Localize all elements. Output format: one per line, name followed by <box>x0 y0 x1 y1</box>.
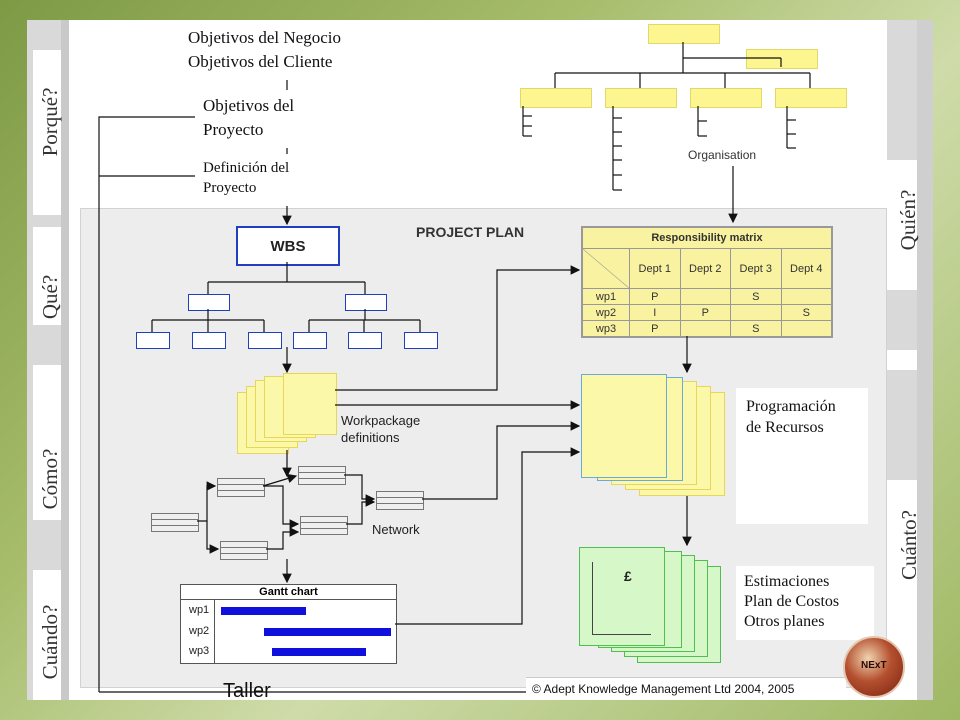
wbs-node <box>348 332 382 349</box>
network-activity <box>376 491 424 510</box>
project-definition-box: Definición del Proyecto <box>195 154 378 206</box>
slide: Porqué? Qué? Cómo? Cuándo? Quién? Cuánto… <box>27 20 933 700</box>
org-chart-node <box>605 88 677 108</box>
matrix-cell: S <box>730 320 782 337</box>
gantt-bar <box>272 648 366 656</box>
network-label: Network <box>372 522 420 537</box>
resource-schedule-line2: de Recursos <box>746 419 824 436</box>
project-objectives-line1: Objetivos del <box>203 96 295 115</box>
wbs-node <box>404 332 438 349</box>
next-logo: NExT <box>843 636 905 698</box>
footer-left-text: Taller <box>223 680 271 700</box>
gantt-title: Gantt chart <box>181 585 396 600</box>
gantt-row-label: wp3 <box>189 645 210 657</box>
project-plan-title: PROJECT PLAN <box>416 224 525 240</box>
matrix-column-header: Dept 4 <box>780 248 832 289</box>
matrix-cell <box>780 320 832 337</box>
gantt-chart: Gantt chart wp1 wp2 wp3 <box>180 584 397 664</box>
connector-lines <box>98 42 811 693</box>
side-tab <box>27 20 33 700</box>
org-chart-node <box>746 49 818 69</box>
project-objectives-line2: Proyecto <box>203 120 264 139</box>
gantt-bar <box>221 607 306 615</box>
wbs-node <box>293 332 327 349</box>
network-activity <box>217 478 265 497</box>
gantt-row-label: wp1 <box>189 604 210 616</box>
wbs-node <box>192 332 226 349</box>
workpackage-line1: Workpackage <box>341 413 421 428</box>
network-activity <box>220 541 268 560</box>
side-tab <box>33 20 61 50</box>
resource-schedule-page <box>581 374 667 478</box>
estimates-box: Estimaciones Plan de Costos Otros planes <box>736 566 874 640</box>
org-chart-node <box>690 88 762 108</box>
side-tab <box>33 215 61 227</box>
wbs-node <box>345 294 387 311</box>
org-chart-node <box>520 88 592 108</box>
project-objectives-box: Objetivos del Proyecto <box>195 90 378 148</box>
organisation-label: Organisation <box>688 148 757 162</box>
workpackage-line2: definitions <box>341 430 400 445</box>
workpackage-label: Workpackage definitions <box>341 412 420 446</box>
wbs-box: WBS <box>236 226 340 266</box>
estimates-line2: Plan de Costos <box>744 593 840 610</box>
org-chart-node <box>775 88 847 108</box>
project-definition-line2: Proyecto <box>203 180 257 196</box>
estimates-line1: Estimaciones <box>744 573 830 590</box>
resource-schedule-line1: Programación <box>746 398 836 415</box>
side-tab <box>917 20 933 700</box>
wbs-label: WBS <box>270 237 306 255</box>
wbs-node <box>136 332 170 349</box>
workpackage-page <box>283 373 337 435</box>
side-tab <box>61 20 69 700</box>
gantt-bar <box>263 628 391 636</box>
copyright-bar: © Adept Knowledge Management Ltd 2004, 2… <box>526 677 846 700</box>
wbs-node <box>188 294 230 311</box>
responsibility-matrix-title: Responsibility matrix <box>582 227 832 249</box>
cost-chart-axis <box>592 562 651 635</box>
gantt-row-label: wp2 <box>189 625 210 637</box>
business-objectives-box: Objetivos del Negocio Objetivos del Clie… <box>180 22 380 80</box>
estimates-line3: Otros planes <box>744 613 825 630</box>
network-activity <box>151 513 199 532</box>
matrix-corner <box>582 248 630 289</box>
resource-schedule-box: Programación de Recursos <box>736 388 868 524</box>
matrix-row-label: wp2 <box>582 304 630 321</box>
network-activity <box>300 516 348 535</box>
matrix-row-label: wp3 <box>582 320 630 337</box>
project-definition-line1: Definición del <box>203 160 290 176</box>
next-logo-text: NExT <box>861 660 887 671</box>
client-objectives-text: Objetivos del Cliente <box>188 52 333 71</box>
gantt-label-divider <box>214 600 215 663</box>
side-tab <box>33 520 61 570</box>
wbs-node <box>248 332 282 349</box>
cost-plan-front: £ <box>579 547 665 646</box>
responsibility-matrix: Responsibility matrix Dept 1 Dept 2 Dept… <box>581 226 833 338</box>
side-tab <box>33 325 61 365</box>
business-objectives-text: Objetivos del Negocio <box>188 28 341 47</box>
cost-symbol: £ <box>624 568 632 584</box>
org-chart-node <box>648 24 720 44</box>
copyright-text: © Adept Knowledge Management Ltd 2004, 2… <box>532 682 795 696</box>
